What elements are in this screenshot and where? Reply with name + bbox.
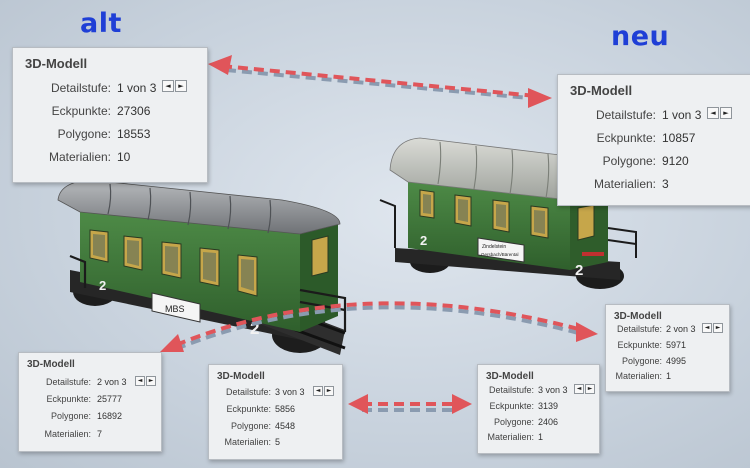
materials-label: Materialien: (593, 177, 656, 191)
detail-stepper: ◄ ► (574, 384, 596, 394)
prev-level-button[interactable]: ◄ (135, 376, 145, 386)
detail-value: 3 von 3 (275, 387, 305, 397)
materials-label: Materialien: (48, 150, 111, 164)
polygons-value: 18553 (117, 127, 151, 141)
panel-title: 3D-Modell (25, 56, 88, 71)
car-number-alt: 2 (99, 278, 106, 293)
polygons-label: Polygone: (50, 411, 91, 421)
polygons-label: Polygone: (602, 154, 656, 168)
prev-level-button[interactable]: ◄ (702, 323, 712, 333)
vertices-label: Eckpunkte: (46, 394, 91, 404)
panel-title: 3D-Modell (570, 83, 633, 98)
stats-panel-alt-lod2: 3D-Modell Detailstufe: 2 von 3 ◄ ► Eckpu… (18, 352, 162, 452)
detail-label: Detailstufe: (595, 108, 656, 122)
vertices-label: Eckpunkte: (596, 131, 656, 145)
car-number-alt-end: 2 (250, 319, 259, 338)
detail-label: Detailstufe: (45, 377, 91, 387)
materials-label: Materialien: (224, 437, 271, 447)
prev-level-button[interactable]: ◄ (574, 384, 584, 394)
car-number-neu: 2 (420, 233, 427, 248)
stats-panel-alt-lod3: 3D-Modell Detailstufe: 3 von 3 ◄ ► Eckpu… (208, 364, 343, 460)
header-alt: alt (80, 8, 122, 39)
vertices-label: Eckpunkte: (226, 404, 271, 414)
detail-label: Detailstufe: (488, 385, 534, 395)
next-level-button[interactable]: ► (585, 384, 595, 394)
detail-value: 1 von 3 (662, 108, 702, 122)
polygons-value: 9120 (662, 154, 689, 168)
detail-value: 2 von 3 (666, 324, 696, 334)
polygons-label: Polygone: (493, 417, 534, 427)
vertices-label: Eckpunkte: (51, 104, 111, 118)
detail-stepper: ◄ ► (135, 376, 157, 386)
vertices-label: Eckpunkte: (489, 401, 534, 411)
materials-label: Materialien: (44, 429, 91, 439)
detail-stepper: ◄ ► (313, 386, 335, 396)
next-level-button[interactable]: ► (720, 107, 732, 119)
car-plate-neu-line2: Gersbach/Bärental (481, 252, 519, 257)
polygons-label: Polygone: (57, 127, 111, 141)
polygons-value: 16892 (97, 411, 123, 421)
stats-panel-neu-lod1: 3D-Modell Detailstufe: 1 von 3 ◄ ► Eckpu… (557, 74, 750, 206)
materials-label: Materialien: (615, 371, 662, 381)
next-level-button[interactable]: ► (713, 323, 723, 333)
materials-value: 5 (275, 437, 281, 447)
materials-value: 1 (666, 371, 672, 381)
stats-panel-neu-lod2: 3D-Modell Detailstufe: 2 von 3 ◄ ► Eckpu… (605, 304, 730, 392)
car-number-neu-end: 2 (575, 262, 583, 279)
header-neu: neu (611, 21, 670, 52)
prev-level-button[interactable]: ◄ (313, 386, 323, 396)
car-plate-alt: MBS (165, 304, 185, 314)
polygons-label: Polygone: (621, 356, 662, 366)
train-car-alt: 2 2 MBS (57, 179, 347, 355)
vertices-label: Eckpunkte: (617, 340, 662, 350)
prev-level-button[interactable]: ◄ (707, 107, 719, 119)
vertices-value: 27306 (117, 104, 151, 118)
materials-value: 3 (662, 177, 669, 191)
detail-label: Detailstufe: (225, 387, 271, 397)
panel-title: 3D-Modell (27, 359, 75, 370)
polygons-value: 4995 (666, 356, 687, 366)
arrows-layer (160, 55, 598, 414)
prev-level-button[interactable]: ◄ (162, 80, 174, 92)
polygons-value: 2406 (538, 417, 559, 427)
train-car-neu: 2 2 Zindelstein Gersbach/Bärental (379, 137, 637, 289)
polygons-value: 4548 (275, 421, 296, 431)
vertices-value: 5971 (666, 340, 687, 350)
materials-value: 10 (117, 150, 131, 164)
detail-value: 3 von 3 (538, 385, 568, 395)
vertices-value: 25777 (97, 394, 123, 404)
vertices-value: 5856 (275, 404, 296, 414)
panel-title: 3D-Modell (614, 311, 662, 322)
panel-title: 3D-Modell (486, 371, 534, 382)
detail-label: Detailstufe: (616, 324, 662, 334)
panel-title: 3D-Modell (217, 371, 265, 382)
next-level-button[interactable]: ► (175, 80, 187, 92)
stats-panel-alt-lod1: 3D-Modell Detailstufe: 1 von 3 ◄ ► Eckpu… (12, 47, 208, 183)
next-level-button[interactable]: ► (324, 386, 334, 396)
polygons-label: Polygone: (230, 421, 271, 431)
vertices-value: 3139 (538, 401, 559, 411)
detail-label: Detailstufe: (50, 81, 111, 95)
detail-stepper: ◄ ► (707, 107, 733, 119)
detail-stepper: ◄ ► (162, 80, 188, 92)
detail-value: 1 von 3 (117, 81, 157, 95)
materials-value: 1 (538, 432, 544, 442)
car-plate-neu-line1: Zindelstein (482, 244, 506, 250)
materials-label: Materialien: (487, 432, 534, 442)
detail-value: 2 von 3 (97, 377, 127, 387)
vertices-value: 10857 (662, 131, 696, 145)
materials-value: 7 (97, 429, 103, 439)
next-level-button[interactable]: ► (146, 376, 156, 386)
detail-stepper: ◄ ► (702, 323, 724, 333)
stats-panel-neu-lod3: 3D-Modell Detailstufe: 3 von 3 ◄ ► Eckpu… (477, 364, 600, 454)
